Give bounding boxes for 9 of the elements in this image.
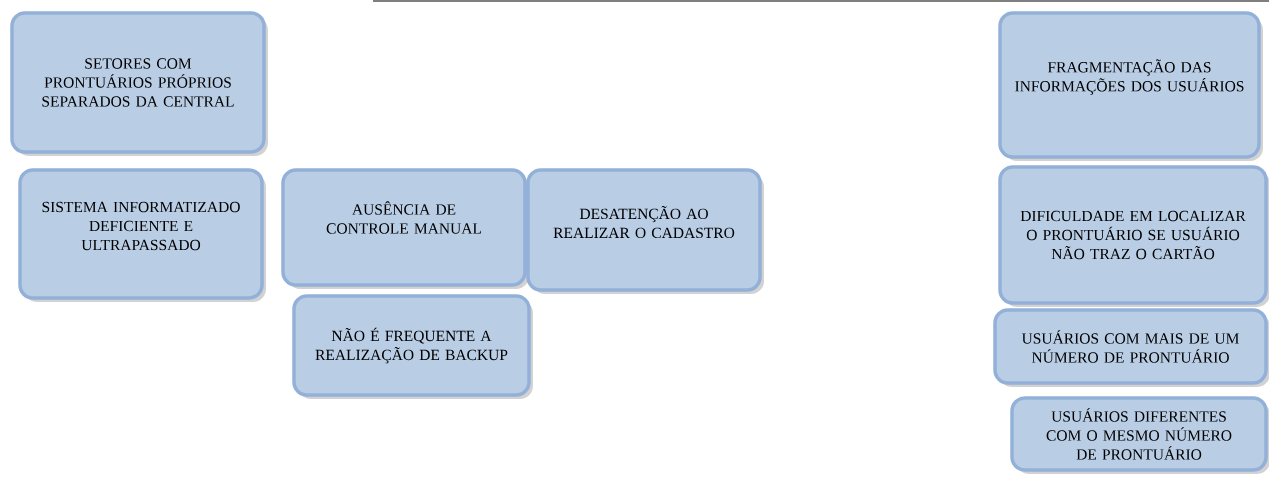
process-box: NÃO É FREQUENTE A REALIZAÇÃO DE BACKUP [292, 294, 533, 399]
process-box: SISTEMA INFORMATIZADO DEFICIENTE E ULTRAPASSADO [18, 168, 266, 302]
process-box: SETORES COM PRONTUÁRIOS PRÓPRIOS SEPARADOS DA CENTRAL [10, 11, 268, 156]
process-box: USUÁRIOS COM MAIS DE UM NÚMERO DE PRONTUÁRIO [993, 308, 1269, 387]
process-box: DIFICULDADE EM LOCALIZAR O PRONTUÁRIO SE USUÁRIO NÃO TRAZ O CARTÃO [998, 165, 1269, 307]
process-box: AUSÊNCIA DE CONTROLE MANUAL [281, 168, 529, 289]
process-box: FRAGMENTAÇÃO DAS INFORMAÇÕES DOS USUÁRIOS [998, 11, 1263, 161]
process-box: DESATENÇÃO AO REALIZAR O CADASTRO [526, 168, 764, 294]
process-box: USUÁRIOS DIFERENTES COM O MESMO NÚMERO DE PRONTUÁRIO [1010, 396, 1269, 474]
